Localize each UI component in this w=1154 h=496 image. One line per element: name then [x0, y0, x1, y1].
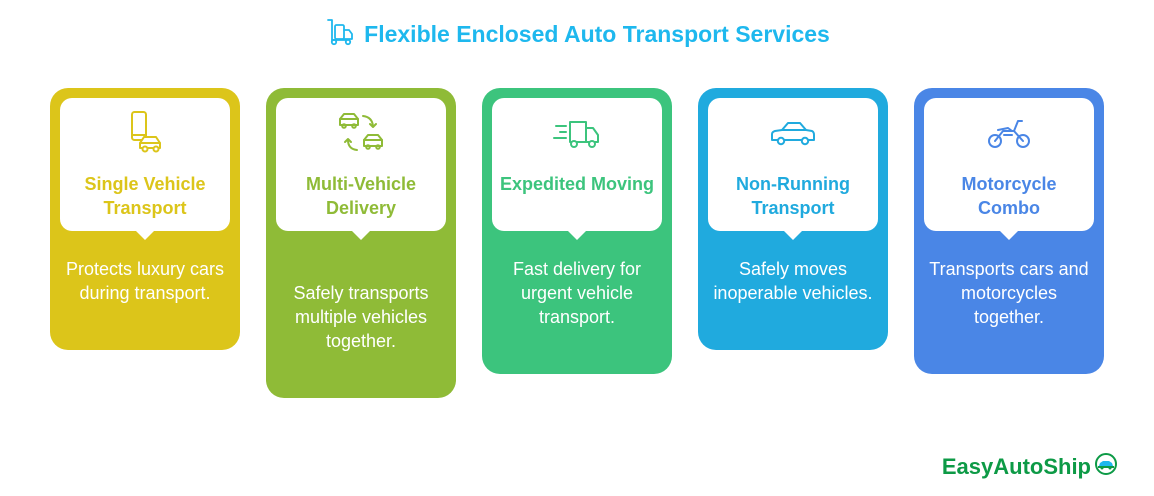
card-expedited-moving: Expedited Moving Fast delivery for urgen…: [482, 88, 672, 374]
brand-name: EasyAutoShip: [941, 454, 1091, 479]
card-header: Multi-Vehicle Delivery: [276, 98, 446, 240]
card-description: Transports cars and motorcycles together…: [929, 259, 1089, 327]
card-label: Expedited Moving: [500, 174, 655, 194]
truck-dolly-icon: [324, 16, 356, 53]
card-single-vehicle-transport: Single Vehicle Transport Protects luxury…: [50, 88, 240, 350]
brand-logo: EasyAutoShip: [942, 452, 1118, 482]
phone-car-icon: [120, 108, 170, 158]
card-description: Safely transports multiple vehicles toge…: [293, 283, 429, 351]
fast-truck-icon: [552, 108, 602, 158]
card-label: Motorcycle Combo: [961, 174, 1057, 218]
card-label: Non-Running Transport: [736, 174, 850, 218]
card-label: Multi-Vehicle Delivery: [305, 174, 417, 218]
card-header: Single Vehicle Transport: [60, 98, 230, 240]
card-header: Motorcycle Combo: [924, 98, 1094, 240]
card-header: Non-Running Transport: [708, 98, 878, 240]
card-description: Safely moves inoperable vehicles.: [713, 259, 873, 303]
header: Flexible Enclosed Auto Transport Service…: [0, 16, 1154, 52]
card-header: Expedited Moving: [492, 98, 662, 240]
card-description: Protects luxury cars during transport.: [65, 259, 225, 303]
card-description: Fast delivery for urgent vehicle transpo…: [512, 259, 642, 327]
car-globe-icon: [1094, 452, 1118, 482]
motorcycle-icon: [984, 108, 1034, 158]
cars-exchange-icon: [336, 108, 386, 158]
car-icon: [768, 108, 818, 158]
card-non-running-transport: Non-Running Transport Safely moves inope…: [698, 88, 888, 350]
card-label: Single Vehicle Transport: [84, 174, 206, 218]
page-title: Flexible Enclosed Auto Transport Service…: [364, 20, 830, 47]
card-multi-vehicle-delivery: Multi-Vehicle Delivery Safely transports…: [266, 88, 456, 398]
card-motorcycle-combo: Motorcycle Combo Transports cars and mot…: [914, 88, 1104, 374]
